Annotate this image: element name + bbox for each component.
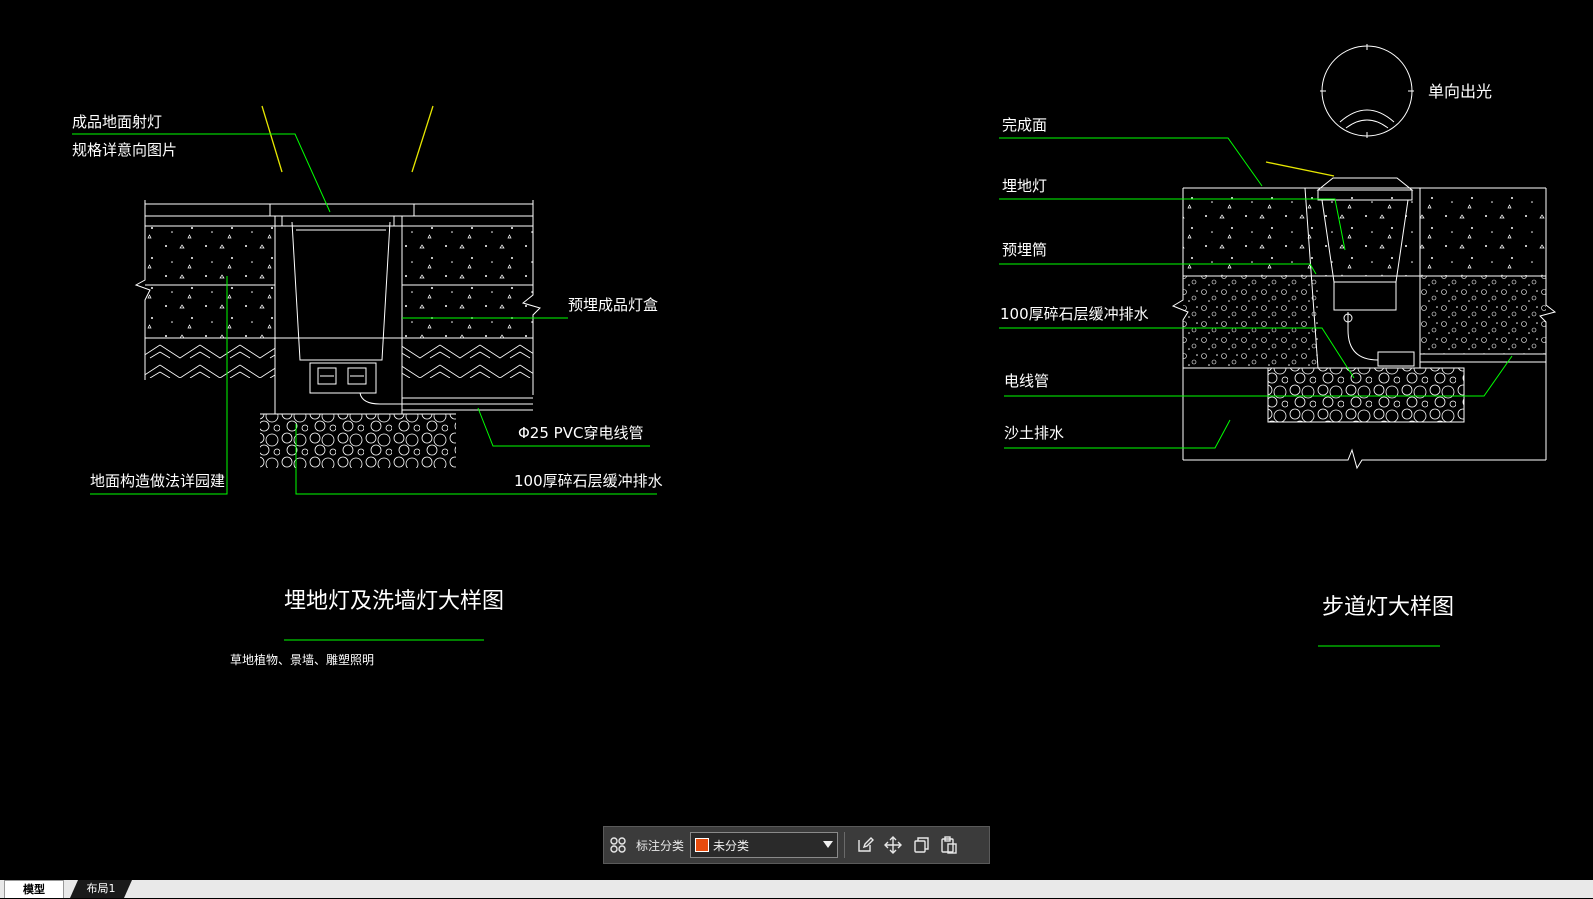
chevron-down-icon <box>823 841 834 848</box>
cad-drawing: 成品地面射灯 规格详意向图片 预埋成品灯盒 Φ25 PVC穿电线管 100厚碎石… <box>72 44 1557 667</box>
label-pvc-pipe: Φ25 PVC穿电线管 <box>518 424 643 442</box>
grid-icon[interactable] <box>604 831 632 859</box>
label-inground-light: 埋地灯 <box>1002 177 1047 195</box>
left-detail: 成品地面射灯 规格详意向图片 预埋成品灯盒 Φ25 PVC穿电线管 100厚碎石… <box>72 105 663 667</box>
edit-icon[interactable] <box>851 831 879 859</box>
label-ground-construction: 地面构造做法详园建 <box>90 472 225 490</box>
right-detail-title: 步道灯大样图 <box>1322 595 1454 620</box>
left-detail-title: 埋地灯及洗墙灯大样图 <box>284 589 504 614</box>
right-detail: 单向出光 完成面 埋地灯 预埋筒 100厚碎石层缓冲排水 电线管 沙土排水 步道… <box>999 44 1557 647</box>
copy-icon[interactable] <box>907 831 935 859</box>
label-sand-drainage: 沙土排水 <box>1004 424 1064 442</box>
label-spec-reference: 规格详意向图片 <box>72 141 177 159</box>
label-lamp-box: 预埋成品灯盒 <box>568 296 658 314</box>
label-product-lamp: 成品地面射灯 <box>72 113 162 131</box>
category-select[interactable]: 未分类 <box>690 832 839 858</box>
label-gravel-right: 100厚碎石层缓冲排水 <box>1000 305 1149 323</box>
paste-icon[interactable] <box>935 831 963 859</box>
layout-tab-bar: 模型 布局1 <box>0 880 1593 898</box>
label-single-direction: 单向出光 <box>1428 82 1492 101</box>
label-gravel-left: 100厚碎石层缓冲排水 <box>514 472 663 490</box>
category-color-swatch <box>695 838 710 852</box>
annotation-toolbar: 标注分类 未分类 <box>603 826 990 864</box>
label-conduit: 电线管 <box>1004 372 1049 390</box>
move-icon[interactable] <box>879 831 907 859</box>
tab-layout1[interactable]: 布局1 <box>70 880 132 898</box>
label-embedded-sleeve: 预埋筒 <box>1002 241 1047 259</box>
category-label: 标注分类 <box>636 838 685 853</box>
drawing-canvas[interactable]: 成品地面射灯 规格详意向图片 预埋成品灯盒 Φ25 PVC穿电线管 100厚碎石… <box>0 0 1593 880</box>
category-select-value: 未分类 <box>713 838 750 853</box>
toolbar-divider <box>844 832 846 858</box>
single-direction-plan: 单向出光 <box>1320 44 1492 138</box>
left-detail-subtitle: 草地植物、景墙、雕塑照明 <box>230 652 374 667</box>
label-finish-surface: 完成面 <box>1002 116 1047 134</box>
tab-model[interactable]: 模型 <box>4 880 64 898</box>
